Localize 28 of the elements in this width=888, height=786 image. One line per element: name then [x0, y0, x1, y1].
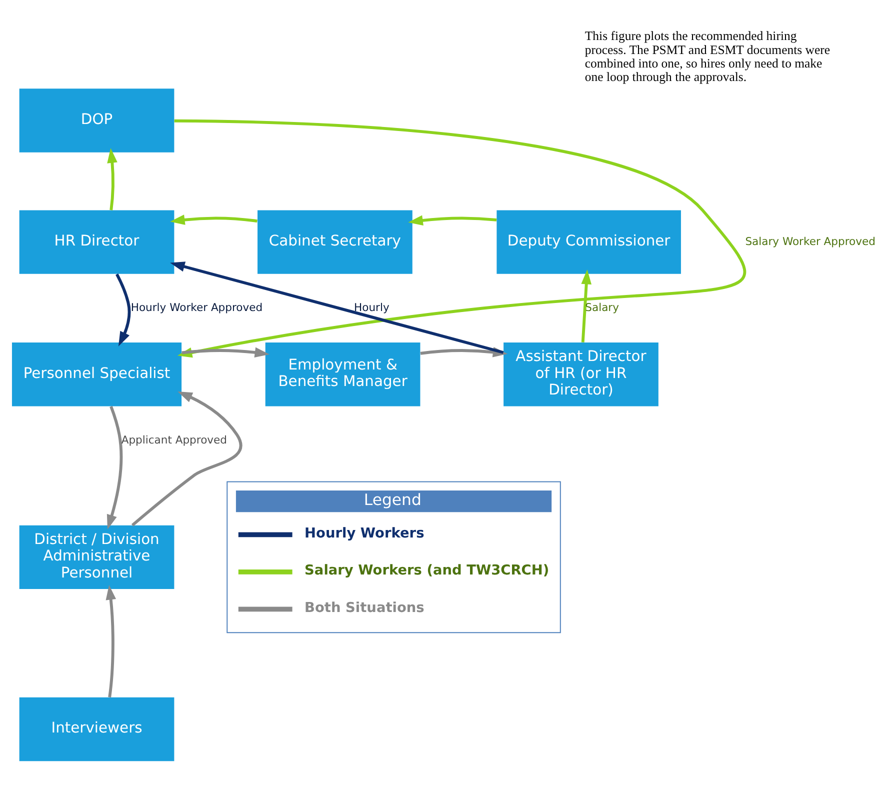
arrow	[107, 148, 118, 210]
edge-label: Applicant Approved	[121, 432, 228, 446]
edge-label: Salary Worker Approved	[745, 234, 876, 248]
caption: This figure plots the recommended hiring process. The PSMT and ESMT documents were combined into one, so hires only need to make one loop through the approvals.	[584, 28, 830, 84]
arrow	[170, 261, 504, 354]
node-box: Employment & Benefits Manager	[265, 342, 420, 406]
arrow	[170, 214, 258, 224]
arrow	[408, 214, 497, 226]
node-box: Deputy Commissioner	[496, 210, 681, 274]
legend-label: Hourly Workers	[304, 524, 424, 541]
edge-label: Hourly Worker Approved	[130, 300, 263, 314]
label: Legend	[364, 490, 422, 509]
node-box: District / Division Administrative Personnel	[19, 524, 174, 589]
node-box: DOP	[19, 88, 174, 152]
node-box: Personnel Specialist	[12, 342, 182, 406]
node-box: Assistant Director of HR (or HR Director)	[504, 342, 658, 406]
legend-label: Both Situations	[304, 599, 424, 616]
arrow	[106, 405, 123, 529]
legend-label: Salary Workers (and TW3CRCH)	[304, 562, 550, 578]
arrow	[131, 391, 242, 526]
arrow	[182, 346, 270, 358]
arrow	[116, 273, 131, 346]
arrow	[581, 269, 592, 342]
node-box: HR Director	[19, 210, 174, 274]
node-box: Cabinet Secretary	[258, 210, 412, 274]
node-box: Interviewers	[19, 696, 174, 761]
arrow	[106, 584, 116, 697]
edge-label: Hourly	[354, 300, 390, 314]
